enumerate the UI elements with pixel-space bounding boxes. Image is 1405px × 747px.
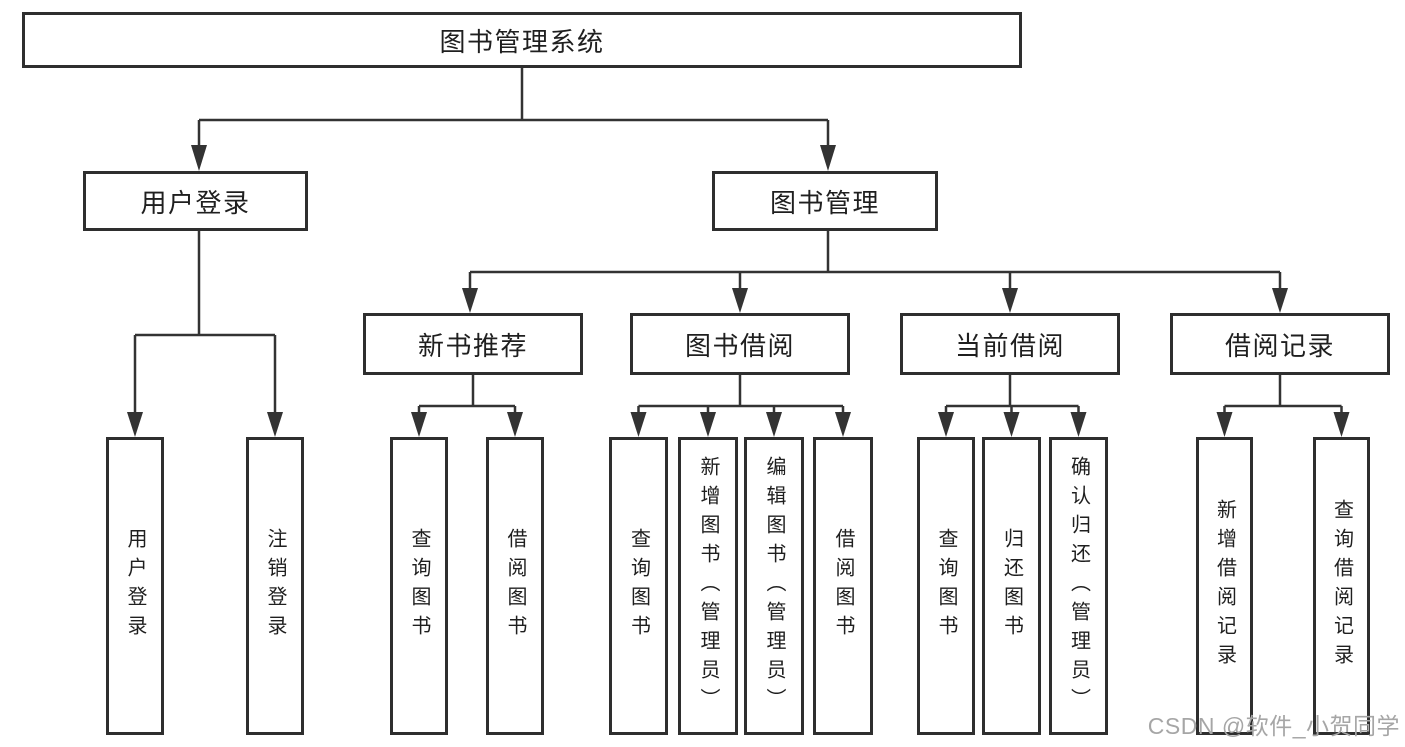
leaf-recommend-query-books: 查询图书 <box>390 437 448 735</box>
leaf-user-login: 用户登录 <box>106 437 164 735</box>
node-book-management: 图书管理 <box>712 171 938 231</box>
node-user-login-label: 用户登录 <box>140 187 251 218</box>
leaf-user-login-label: 用户登录 <box>124 528 146 644</box>
leaf-current-confirm-return-admin: 确认归还（管理员） <box>1049 437 1108 735</box>
node-book-borrowing-label: 图书借阅 <box>684 330 795 361</box>
leaf-recommend-borrow-books: 借阅图书 <box>486 437 544 735</box>
leaf-borrowing-query-books-label: 查询图书 <box>627 528 650 644</box>
leaf-current-confirm-return-admin-label: 确认归还（管理员） <box>1067 455 1090 717</box>
node-new-book-recommend-label: 新书推荐 <box>417 330 528 361</box>
node-root-label: 图书管理系统 <box>439 26 605 57</box>
leaf-logout-login: 注销登录 <box>246 437 304 735</box>
leaf-current-return-books: 归还图书 <box>982 437 1041 735</box>
csdn-watermark: CSDN @软件_小贺同学 <box>1147 713 1400 739</box>
leaf-records-query-borrow-record: 查询借阅记录 <box>1313 437 1370 735</box>
leaf-recommend-borrow-books-label: 借阅图书 <box>504 528 526 644</box>
leaf-current-query-books-label: 查询图书 <box>935 528 957 644</box>
leaf-current-query-books: 查询图书 <box>917 437 975 735</box>
leaf-borrowing-add-books-admin: 新增图书（管理员） <box>678 437 738 735</box>
node-current-borrowing-label: 当前借阅 <box>954 330 1065 361</box>
leaf-borrowing-edit-books-admin: 编辑图书（管理员） <box>744 437 804 735</box>
node-current-borrowing: 当前借阅 <box>900 313 1120 375</box>
node-user-login: 用户登录 <box>83 171 308 231</box>
leaf-borrowing-edit-books-admin-label: 编辑图书（管理员） <box>763 455 785 717</box>
leaf-borrowing-borrow-books-label: 借阅图书 <box>832 528 854 644</box>
leaf-records-add-borrow-record-label: 新增借阅记录 <box>1213 499 1236 673</box>
node-borrowing-records: 借阅记录 <box>1170 313 1390 375</box>
leaf-records-query-borrow-record-label: 查询借阅记录 <box>1330 499 1353 673</box>
node-borrowing-records-label: 借阅记录 <box>1224 330 1335 361</box>
node-book-management-label: 图书管理 <box>769 187 880 218</box>
leaf-recommend-query-books-label: 查询图书 <box>408 528 430 644</box>
node-root: 图书管理系统 <box>22 12 1022 68</box>
leaf-records-add-borrow-record: 新增借阅记录 <box>1196 437 1253 735</box>
leaf-borrowing-add-books-admin-label: 新增图书（管理员） <box>697 455 719 717</box>
leaf-borrowing-query-books: 查询图书 <box>609 437 668 735</box>
leaf-current-return-books-label: 归还图书 <box>1000 528 1023 644</box>
node-book-borrowing: 图书借阅 <box>630 313 850 375</box>
leaf-borrowing-borrow-books: 借阅图书 <box>813 437 873 735</box>
leaf-logout-login-label: 注销登录 <box>264 528 286 644</box>
node-new-book-recommend: 新书推荐 <box>363 313 583 375</box>
